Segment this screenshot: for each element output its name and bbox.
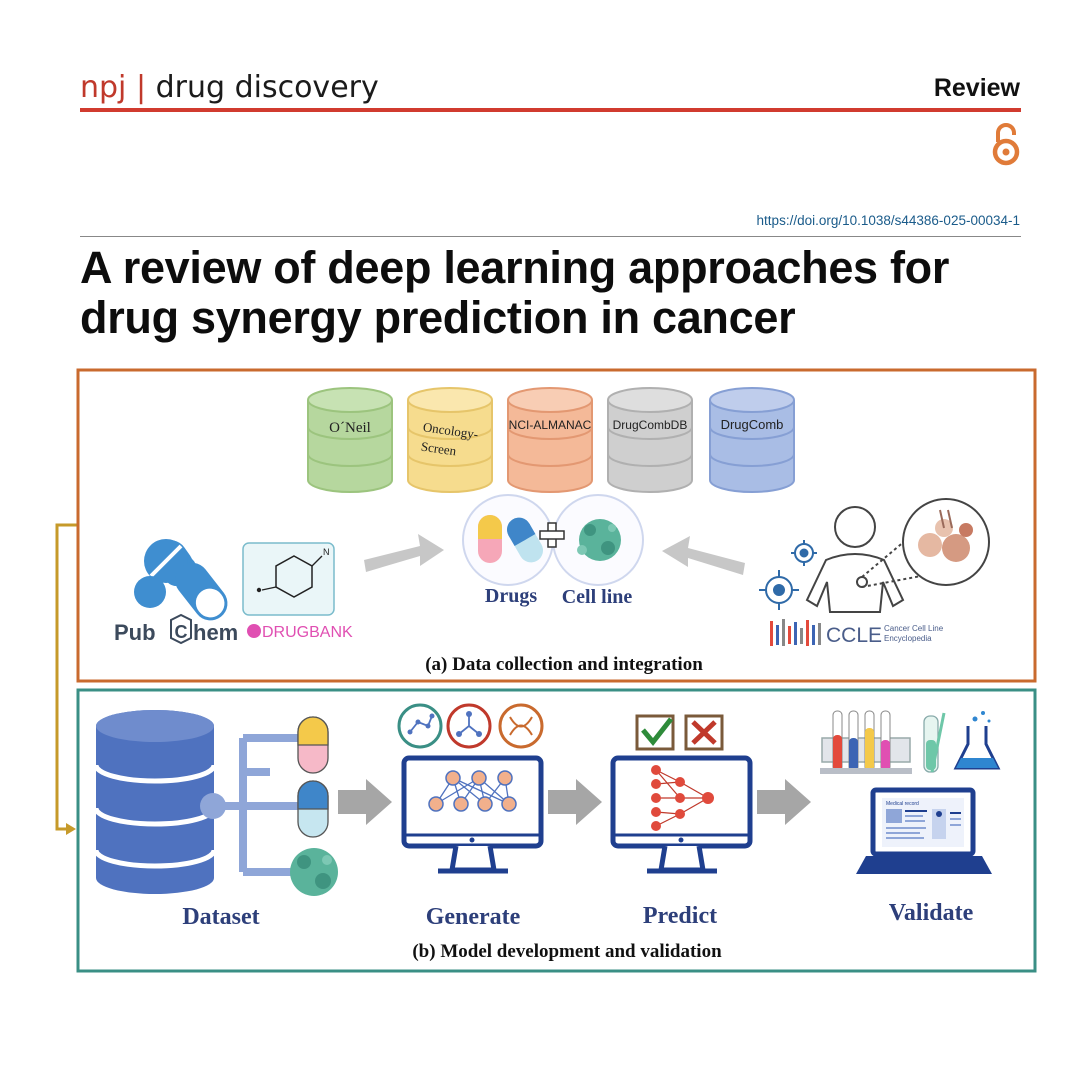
brand-separator: | [135,70,147,105]
step-predict-label: Predict [643,903,717,929]
check-box-icon [635,714,675,751]
pipette-tube-icon [923,712,946,773]
step-generate-label: Generate [426,904,521,930]
database-oneil-icon [307,387,393,493]
arrow-to-predict-icon [548,779,602,825]
journal-brand: npj | drug discovery [80,70,379,105]
step-validate-label: Validate [889,900,974,926]
arrow-left-icon [662,536,745,575]
database-drugcombdb-icon [607,387,693,493]
journal-name: drug discovery [155,70,379,105]
pubchem-logo-right: hem [193,620,238,645]
db-label-nci-almanac: NCI-ALMANAC [509,418,592,432]
arrow-to-generate-icon [338,779,392,825]
dataset-node [200,793,226,819]
molecule-atom-label: N [323,547,330,557]
drugbank-logo-mark [247,624,261,638]
ccle-logo-mark [770,619,821,646]
capsule-yellow-pink-icon [297,716,329,774]
drug-capsules-icon [478,515,543,563]
title-line-2: drug synergy prediction in cancer [80,292,796,343]
predict-monitor-icon [610,755,753,874]
database-oncology-screen-icon [407,387,493,493]
capsule-blue-icon [297,780,329,838]
pubchem-hex-icon [170,613,192,645]
generate-monitor-icon [401,755,544,874]
panel-a-caption: (a) Data collection and integration [425,654,703,675]
step-dataset-label: Dataset [182,904,259,930]
drugbank-logo: DRUGBANK [262,624,353,641]
database-nci-almanac-icon [507,387,593,493]
panel-b-frame [76,688,1037,973]
laptop-heading: Medical record [886,801,919,807]
ccle-subtitle-1: Cancer Cell Line [884,624,944,633]
arrow-right-icon [364,534,444,572]
db-label-drugcomb: DrugComb [721,417,784,432]
cross-box-icon [684,714,724,751]
title-line-1: A review of deep learning approaches for [80,242,950,293]
dataset-cancer-cell-icon [290,848,338,896]
arrow-to-validate-icon [757,779,811,825]
cell-line-label: Cell line [562,586,633,608]
connector-arrowhead [66,823,76,835]
test-tubes-icon [820,710,912,774]
npj-logo: npj [80,70,127,105]
dataset-database-icon [93,710,217,894]
plus-icon [539,522,565,548]
pubchem-logo-c: C [175,622,188,642]
cancer-cell-icon [577,519,621,561]
panel-a-frame [76,368,1037,683]
db-label-drugcombdb: DrugCombDB [613,418,688,432]
database-drugcomb-icon [709,387,795,493]
ccle-subtitle-2: Encyclopedia [884,634,932,643]
header-rule [80,108,1021,112]
drugs-circle [462,494,554,586]
laptop-medical-record-icon: Medical record [856,787,992,874]
db-label-oneil: O´Neil [329,420,371,436]
virus-icon [759,540,817,610]
molecule-structure-icon: N [242,542,335,616]
panel-b-caption: (b) Model development and validation [412,941,722,962]
drugs-label: Drugs [485,585,537,607]
flask-icon [953,711,1001,770]
pubchem-logo-left: Pub [114,620,156,645]
feature-icons [397,703,544,749]
db-label-screen: Screen [420,439,458,459]
article-type-label: Review [933,74,1020,102]
pills-icon [134,539,228,621]
article-title: A review of deep learning approaches for… [80,243,1040,343]
open-access-icon [992,123,1020,166]
panel-connector-arrow [55,523,77,831]
lungs-icon [902,498,990,586]
doi-link[interactable]: https://doi.org/10.1038/s44386-025-00034… [756,213,1020,228]
ccle-logo: CCLE [826,624,882,647]
doi-rule [80,236,1021,237]
